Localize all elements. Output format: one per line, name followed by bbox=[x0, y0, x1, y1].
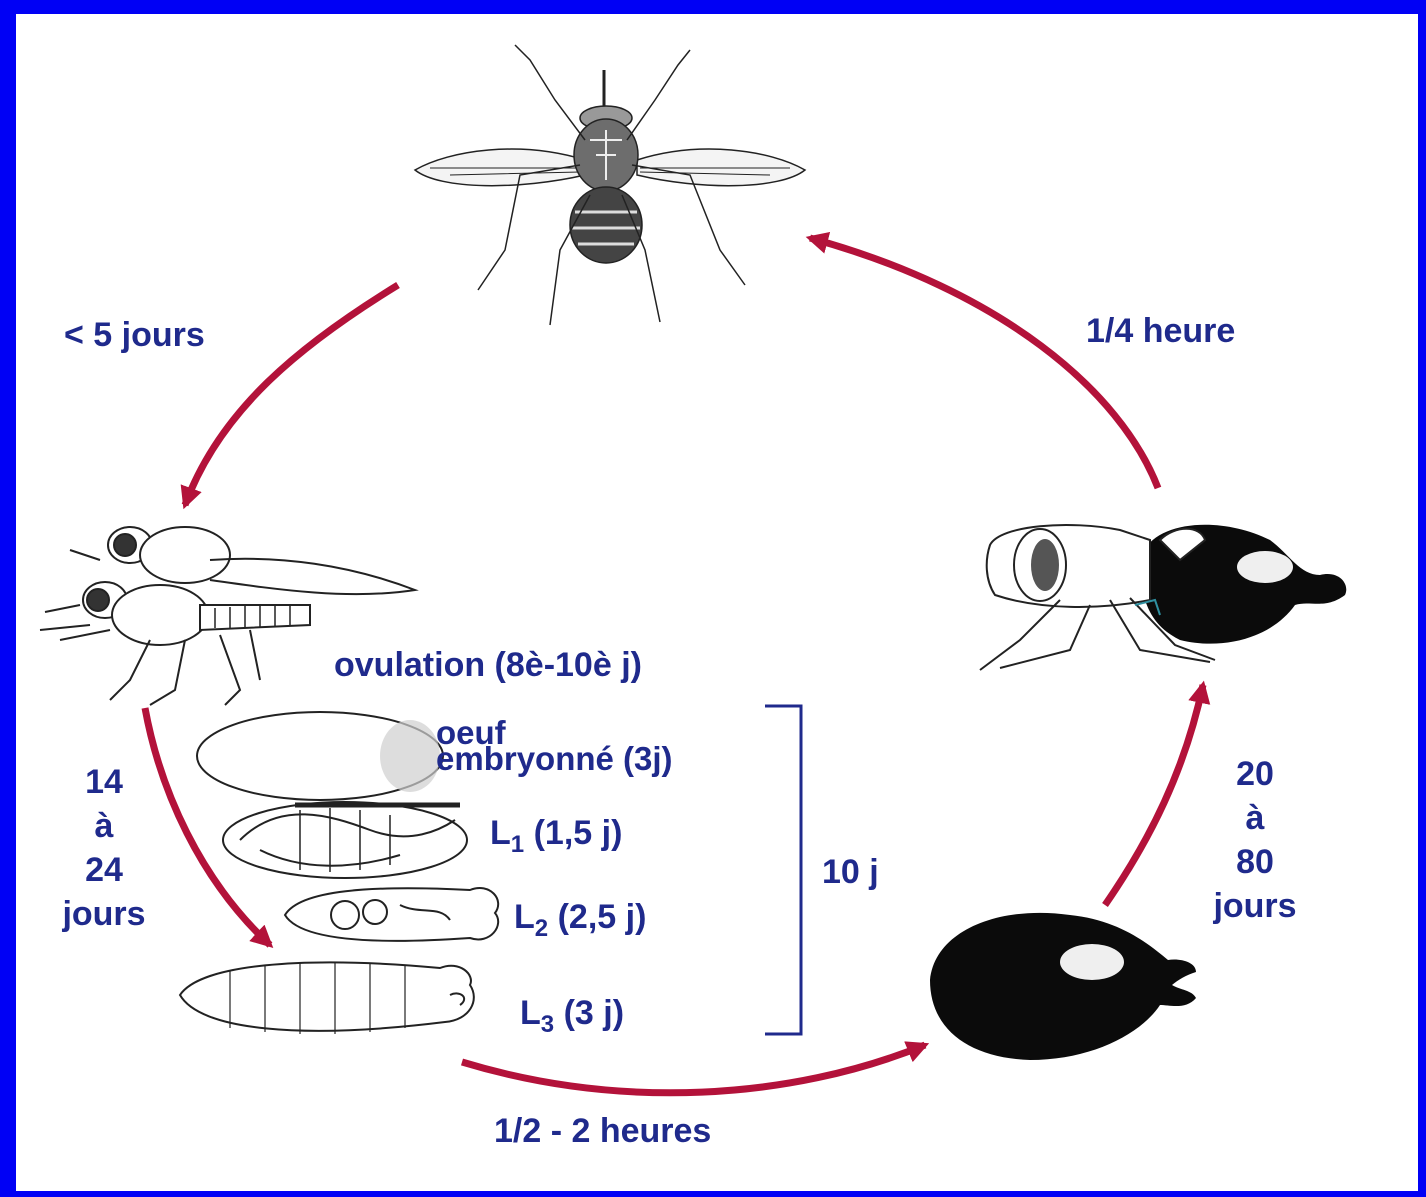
larva-l1-illustration bbox=[223, 802, 467, 878]
l3-prefix: L bbox=[520, 994, 541, 1032]
gestation-to: à bbox=[44, 804, 164, 848]
duration-adult-to-mating: < 5 jours bbox=[64, 318, 205, 352]
intra-uterine-total-label: 10 j bbox=[822, 855, 879, 889]
egg-label-line2: embryonné (3j) bbox=[436, 742, 673, 775]
gestation-unit: jours bbox=[44, 892, 164, 936]
l3-duration: (3 j) bbox=[554, 994, 624, 1032]
larva-l2-label: L2 (2,5 j) bbox=[514, 900, 646, 941]
l2-duration: (2,5 j) bbox=[548, 898, 646, 936]
egg-illustration bbox=[197, 712, 443, 800]
l2-prefix: L bbox=[514, 898, 535, 936]
l1-subscript: 1 bbox=[511, 831, 524, 858]
arrow-pupa-to-emerging-fly bbox=[1105, 685, 1203, 905]
pupal-duration: 20 à 80 jours bbox=[1190, 752, 1320, 928]
emerging-fly-illustration bbox=[980, 525, 1346, 670]
l2-subscript: 2 bbox=[535, 915, 548, 942]
pupa-illustration bbox=[930, 913, 1196, 1060]
adult-tsetse-fly-illustration bbox=[415, 45, 805, 325]
gestation-max: 24 bbox=[44, 848, 164, 892]
larva-l2-illustration bbox=[285, 888, 498, 941]
l3-subscript: 3 bbox=[541, 1011, 554, 1038]
l1-duration: (1,5 j) bbox=[524, 814, 622, 852]
intra-uterine-bracket bbox=[765, 706, 801, 1034]
arrow-adult-to-mating bbox=[185, 285, 398, 505]
larva-l1-label: L1 (1,5 j) bbox=[490, 816, 622, 857]
duration-larva-to-pupa: 1/2 - 2 heures bbox=[494, 1114, 711, 1148]
pupal-unit: jours bbox=[1190, 884, 1320, 928]
duration-emergence-to-flight: 1/4 heure bbox=[1086, 314, 1235, 348]
l1-prefix: L bbox=[490, 814, 511, 852]
gestation-min: 14 bbox=[44, 760, 164, 804]
pupal-to: à bbox=[1190, 796, 1320, 840]
pupal-min: 20 bbox=[1190, 752, 1320, 796]
larva-l3-illustration bbox=[180, 962, 474, 1034]
arrow-larva-to-pupa bbox=[462, 1045, 925, 1093]
larva-l3-label: L3 (3 j) bbox=[520, 996, 624, 1037]
pupal-max: 80 bbox=[1190, 840, 1320, 884]
gestation-duration: 14 à 24 jours bbox=[44, 760, 164, 936]
arrow-emerging-fly-to-adult bbox=[810, 238, 1158, 488]
ovulation-label: ovulation (8è-10è j) bbox=[334, 648, 642, 682]
